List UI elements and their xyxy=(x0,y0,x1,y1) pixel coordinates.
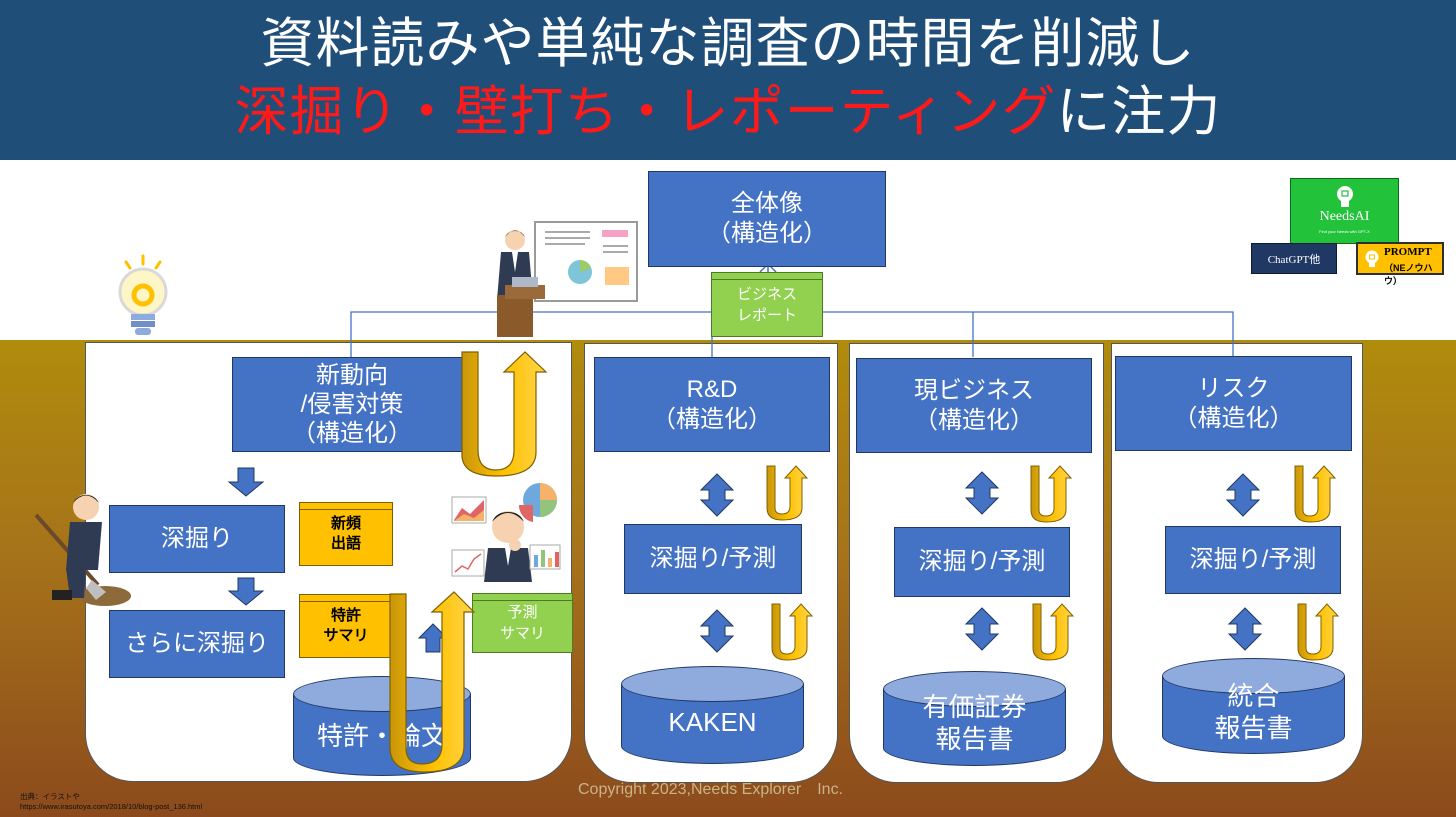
title-tail: に注力 xyxy=(1056,82,1222,142)
risk-dig-box: 深掘り/予測 xyxy=(1165,526,1341,594)
securities-report-label-2: 報告書 xyxy=(935,724,1014,754)
patent-summary-tag: 特許 サマリ xyxy=(299,594,393,658)
dig-more-label: さらに深掘り xyxy=(125,630,269,657)
new-terms-tag: 新頻 出語 xyxy=(299,502,393,566)
title-highlight: 深掘り・壁打ち・レポーティング xyxy=(234,82,1057,142)
title-line-2: 深掘り・壁打ち・レポーティングに注力 xyxy=(0,80,1456,144)
dig-more-box: さらに深掘り xyxy=(109,610,285,678)
u-turn-arrow-icon xyxy=(389,591,476,773)
trend-label-3: （構造化） xyxy=(292,420,412,447)
business-report-label-2: レポート xyxy=(736,306,797,324)
pie-chart-icon xyxy=(518,483,557,522)
rnd-label-2: （構造化） xyxy=(652,405,772,433)
thinking-man-icon xyxy=(484,511,532,582)
needsai-logo: NeedsAI Find your Needs with GPT-X xyxy=(1290,178,1399,244)
double-arrow-icon xyxy=(699,471,1263,653)
u-turn-arrow-icon xyxy=(766,465,1340,661)
up-arrow-icon xyxy=(417,623,449,653)
patent-summary-label-2: サマリ xyxy=(323,627,369,644)
kaken-label: KAKEN xyxy=(668,707,757,737)
needsai-tagline: Find your Needs with GPT-X xyxy=(1319,229,1370,234)
rnd-dig-label: 深掘り/予測 xyxy=(649,545,777,572)
kaken-db: KAKEN xyxy=(621,666,804,764)
overview-label-2: （構造化） xyxy=(707,220,827,247)
new-terms-label-2: 出語 xyxy=(330,535,361,552)
forecast-summary-tag: 予測 サマリ xyxy=(472,593,573,653)
head-icon xyxy=(1337,186,1353,207)
title-line-1: 資料読みや単純な調査の時間を削減し xyxy=(260,14,1196,74)
trend-label-2: /侵害対策 xyxy=(300,391,404,418)
new-terms-label-1: 新頻 xyxy=(330,515,361,532)
overview-box: 全体像 （構造化） xyxy=(648,171,886,267)
u-turn-arrow-icon xyxy=(461,351,548,477)
business-label-1: 現ビジネス xyxy=(914,376,1034,404)
rnd-dig-box: 深掘り/予測 xyxy=(624,524,802,594)
prompt-badge: PROMPT （NEノウハウ） xyxy=(1356,242,1444,286)
business-dig-label: 深掘り/予測 xyxy=(918,548,1046,575)
trend-label-1: 新動向 xyxy=(316,362,388,389)
patent-paper-db: 特許・論文 xyxy=(293,676,471,776)
business-label-2: （構造化） xyxy=(914,406,1034,434)
copyright-text: Copyright 2023,Needs Explorer Inc. xyxy=(578,781,844,798)
chatgpt-badge: ChatGPT他 xyxy=(1251,243,1337,274)
rnd-box: R&D （構造化） xyxy=(594,357,830,452)
risk-box: リスク （構造化） xyxy=(1115,356,1352,451)
head-icon xyxy=(1365,250,1379,267)
forecast-summary-label-1: 予測 xyxy=(507,604,538,621)
chatgpt-label: ChatGPT他 xyxy=(1267,253,1321,266)
prompt-title: PROMPT xyxy=(1384,246,1432,258)
risk-label-1: リスク xyxy=(1197,374,1270,402)
rnd-label-1: R&D xyxy=(686,375,738,403)
lightbulb-icon xyxy=(118,254,168,335)
business-report-label-1: ビジネス xyxy=(736,285,797,303)
presenter-icon xyxy=(497,221,638,337)
securities-report-label-1: 有価証券 xyxy=(922,692,1027,722)
overview-label-1: 全体像 xyxy=(731,190,803,217)
patent-paper-label: 特許・論文 xyxy=(316,721,447,751)
business-report-tag: ビジネス レポート xyxy=(711,272,823,337)
dig-label: 深掘り xyxy=(161,525,233,552)
header-banner: 資料読みや単純な調査の時間を削減し 深掘り・壁打ち・レポーティングに注力 xyxy=(0,0,1456,160)
integrated-report-label-2: 報告書 xyxy=(1214,713,1293,743)
image-credit: 出典：イラストや https://www.irasutoya.com/2018/… xyxy=(20,792,202,812)
patent-summary-label-1: 特許 xyxy=(330,607,361,624)
integrated-report-label-1: 統合 xyxy=(1227,681,1280,711)
risk-dig-label: 深掘り/予測 xyxy=(1189,546,1317,573)
credit-line-2: https://www.irasutoya.com/2018/10/blog-p… xyxy=(20,802,203,811)
business-box: 現ビジネス （構造化） xyxy=(856,358,1092,453)
forecast-summary-label-2: サマリ xyxy=(499,625,545,642)
business-dig-box: 深掘り/予測 xyxy=(894,527,1070,597)
risk-label-2: （構造化） xyxy=(1173,404,1294,432)
needsai-name: NeedsAI xyxy=(1319,209,1370,224)
integrated-report-db: 統合 報告書 xyxy=(1162,658,1345,754)
trend-box: 新動向 /侵害対策 （構造化） xyxy=(232,357,472,452)
prompt-subtitle: （NEノウハウ） xyxy=(1384,263,1433,286)
down-arrow-icon xyxy=(227,467,265,606)
securities-report-db: 有価証券 報告書 xyxy=(883,671,1066,766)
dig-box: 深掘り xyxy=(109,505,285,573)
chart-icon xyxy=(451,496,561,577)
credit-line-1: 出典：イラストや xyxy=(20,792,80,801)
digging-man-icon xyxy=(34,494,131,606)
